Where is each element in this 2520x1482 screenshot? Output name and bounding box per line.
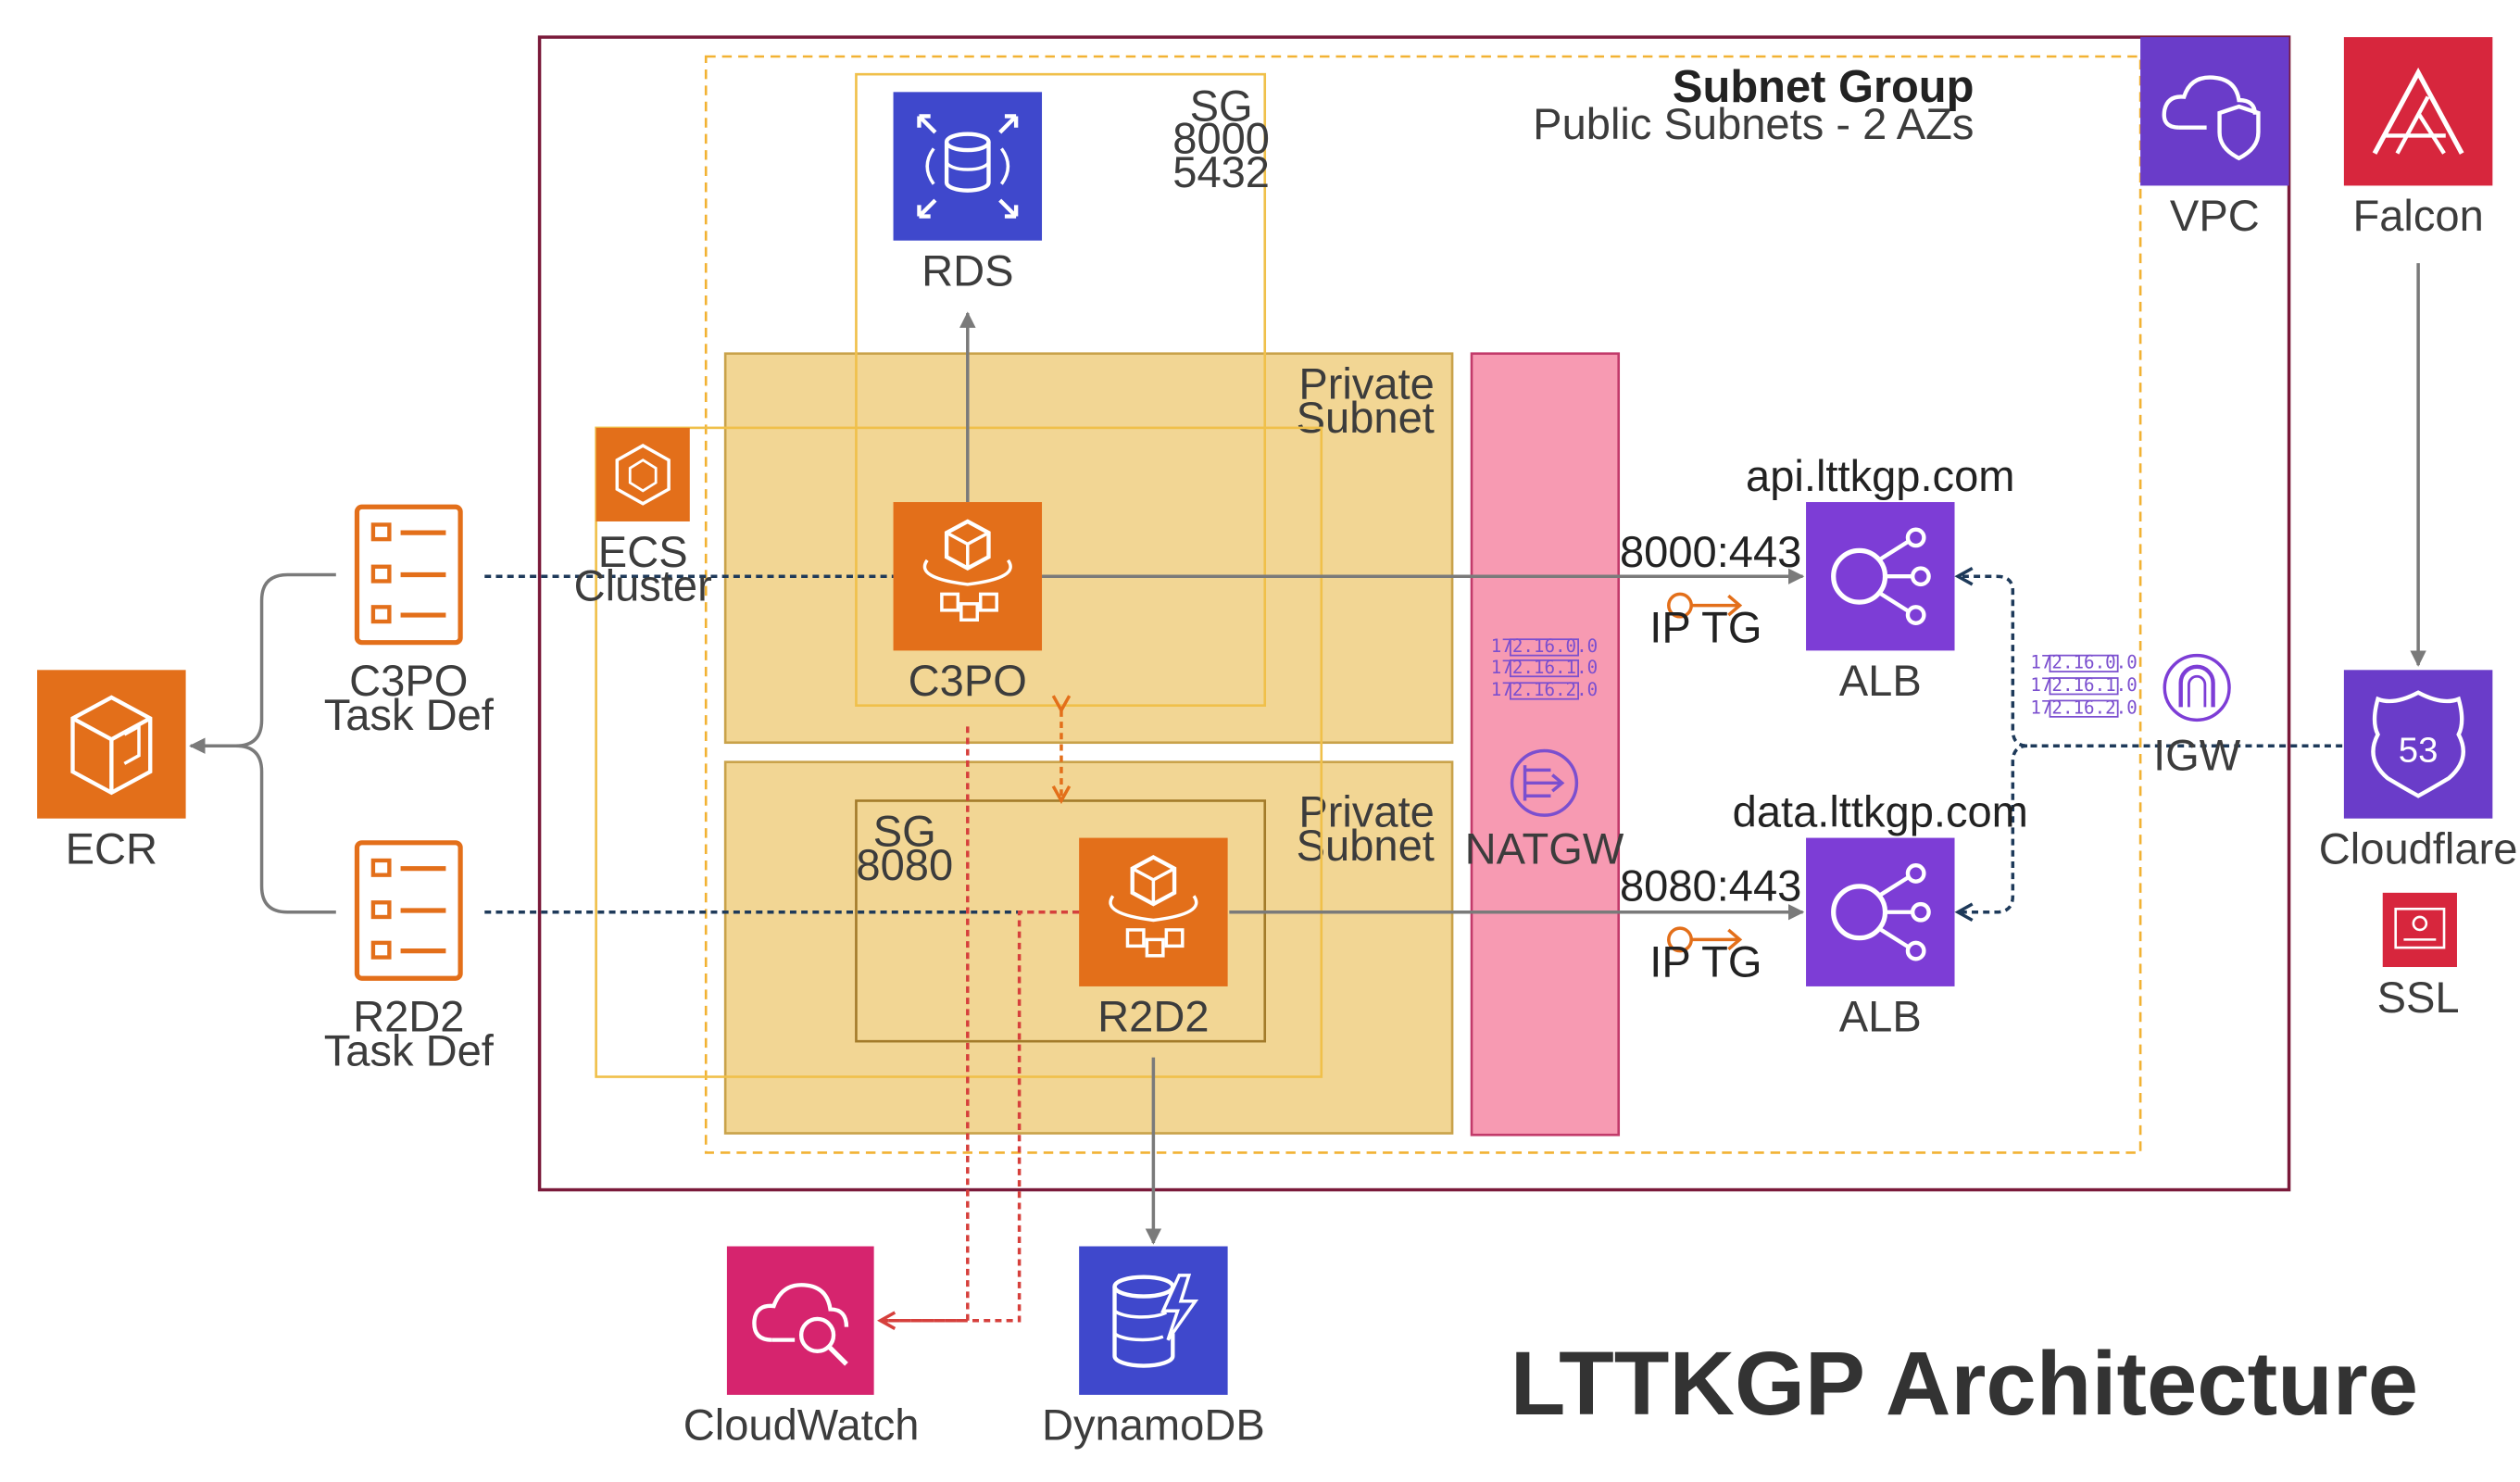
falcon-label: Falcon [2352, 191, 2483, 240]
ecs-cluster-icon[interactable] [596, 427, 690, 521]
alb-data-label: ALB [1839, 992, 1922, 1041]
subnet-group-subtitle: Public Subnets - 2 AZs [1533, 99, 1974, 148]
r2d2-sg-label: SG [873, 806, 936, 855]
r2d2-taskdef-label-line1: R2D2 [353, 992, 464, 1041]
r2d2-label: R2D2 [1097, 992, 1209, 1041]
ecs-cluster-boundary [595, 426, 1323, 1078]
diagram-title: LTTKGP Architecture [1511, 1333, 2418, 1434]
r2d2-target-group-icon [1667, 926, 1743, 953]
c3po-alb-port-label: 8000:443 [1620, 527, 1801, 576]
ssl-label: SSL [2377, 973, 2460, 1022]
falcon-icon[interactable] [2343, 37, 2493, 186]
edge-r2d2-taskdef-to-ecr [235, 744, 336, 914]
private-subnet-1-label-line1: Private [1298, 359, 1435, 408]
natgw-route-table-icon: 172.16.0.0 172.16.1.0 172.16.2.0 [1491, 635, 1598, 700]
edge-cloudflare-to-albs [1958, 576, 2343, 747]
alb-api-label: ALB [1839, 656, 1922, 705]
r2d2-alb-port-label: 8080:443 [1620, 861, 1801, 911]
vpc-label: VPC [2170, 191, 2260, 240]
internet-gateway-icon[interactable] [2163, 653, 2231, 722]
edge-igw-to-alb-data [1958, 744, 2028, 912]
natgw-column [1470, 352, 1621, 1137]
natgw-route-1: 172.16.0.0 [1491, 635, 1598, 657]
r2d2-task-definition-icon[interactable] [354, 840, 463, 981]
vpc-icon[interactable] [2140, 37, 2289, 186]
c3po-service-icon[interactable] [893, 502, 1043, 651]
igw-label: IGW [2153, 730, 2241, 779]
private-subnet-2-label-line2: Subnet [1297, 821, 1435, 870]
natgw-route-3: 172.16.2.0 [1491, 679, 1598, 700]
subnet-group-boundary [704, 55, 2142, 1154]
igw-route-table-icon: 172.16.0.0 172.16.1.0 172.16.2.0 [2030, 652, 2137, 719]
cloudflare-icon[interactable]: 53 [2343, 670, 2493, 819]
ecs-cluster-label-line2: Cluster [574, 560, 712, 609]
private-subnet-1-label-line2: Subnet [1297, 393, 1435, 442]
rds-sg-port-8000: 8000 [1172, 114, 1270, 163]
vpc-boundary [537, 35, 2291, 1192]
c3po-label: C3PO [909, 656, 1027, 705]
rds-sg-label: SG [1190, 82, 1253, 131]
ecr-icon[interactable] [37, 670, 186, 819]
alb-api-icon[interactable] [1806, 502, 1955, 651]
alb-data-domain: data.lttkgp.com [1733, 786, 2028, 835]
alb-data-icon[interactable] [1806, 837, 1955, 986]
ecs-cluster-label-line1: ECS [598, 527, 688, 576]
c3po-target-group-icon [1667, 592, 1743, 619]
natgw-label: NATGW [1465, 823, 1624, 873]
dynamodb-label: DynamoDB [1042, 1400, 1265, 1450]
cloudwatch-label: CloudWatch [683, 1400, 920, 1450]
r2d2-taskdef-label-line2: Task Def [324, 1025, 495, 1074]
ecr-label: ECR [66, 823, 157, 873]
c3po-taskdef-label-line1: C3PO [349, 656, 468, 705]
rds-icon[interactable] [893, 92, 1043, 241]
r2d2-service-icon[interactable] [1079, 837, 1228, 986]
ssl-certificate-icon[interactable] [2382, 892, 2457, 968]
private-subnet-1 [723, 352, 1454, 745]
c3po-taskdef-label-line2: Task Def [324, 690, 495, 739]
rds-sg-port-5432: 5432 [1172, 147, 1270, 196]
rds-label: RDS [921, 246, 1013, 295]
igw-route-1: 172.16.0.0 [2030, 652, 2137, 673]
alb-api-domain: api.lttkgp.com [1746, 451, 2014, 500]
igw-route-3: 172.16.2.0 [2030, 697, 2137, 718]
natgw-route-2: 172.16.1.0 [1491, 657, 1598, 678]
c3po-task-definition-icon[interactable] [354, 504, 463, 646]
r2d2-target-group-label: IP TG [1649, 936, 1761, 986]
r2d2-sg-port-8080: 8080 [856, 840, 953, 889]
nat-gateway-icon[interactable] [1510, 748, 1579, 817]
subnet-group-title: Subnet Group [1673, 62, 1975, 112]
dynamodb-icon[interactable] [1079, 1246, 1228, 1395]
edge-r2d2-to-cloudwatch [881, 911, 1080, 1321]
c3po-target-group-label: IP TG [1649, 603, 1761, 652]
igw-route-2: 172.16.1.0 [2030, 674, 2137, 696]
cloudflare-label: Cloudflare [2319, 823, 2518, 873]
cloudwatch-icon[interactable] [726, 1246, 874, 1395]
cloudflare-badge: 53 [2399, 731, 2439, 771]
edge-c3po-taskdef-to-ecr [189, 572, 336, 754]
